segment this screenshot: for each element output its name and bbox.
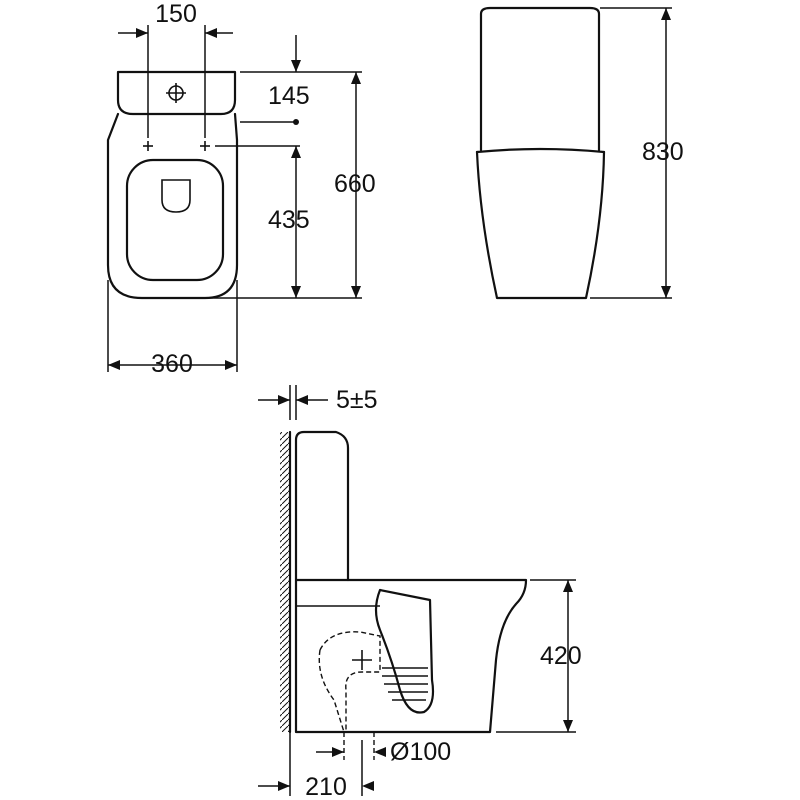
dimension-dia100 [316,747,386,757]
water-level-hatch [382,667,428,701]
fixing-marks [143,141,210,151]
label-360: 360 [151,350,193,378]
front-view-pedestal [475,150,606,300]
side-view-bowl [294,578,528,734]
dimension-360 [107,280,238,372]
label-210: 210 [305,773,347,800]
dimension-435 [200,145,362,299]
side-view-trap [374,588,435,714]
waste-connector-dashed [318,631,381,733]
tap-hole-icon [166,83,186,103]
label-435: 435 [268,206,310,234]
side-view-tank [294,430,350,582]
label-dia100: Ø100 [390,738,451,766]
dimension-830 [590,7,672,299]
top-view: 150 145 435 660 [106,0,376,378]
label-660: 660 [334,170,376,198]
top-view-bowl [106,112,239,300]
outlet-dashed [343,732,375,760]
label-830: 830 [642,138,684,166]
wall-hatch [280,432,290,732]
dimension-145 [240,35,301,125]
front-view-joint [475,147,606,154]
top-view-hinge [161,179,191,213]
dimension-5 [258,385,328,420]
front-view-tank [479,6,601,152]
label-420: 420 [540,642,582,670]
outlet-centre-mark [352,650,372,670]
dimension-420 [496,579,576,733]
side-view: 5±5 420 Ø100 210 [258,385,582,800]
front-view: 830 [475,6,684,300]
dimension-660 [300,71,362,298]
label-150: 150 [155,0,197,28]
label-145: 145 [268,82,310,110]
label-5: 5±5 [336,386,378,414]
dimension-210 [258,732,374,796]
top-view-tank [116,70,237,116]
top-view-seat [125,158,225,282]
dimension-150 [118,25,233,138]
